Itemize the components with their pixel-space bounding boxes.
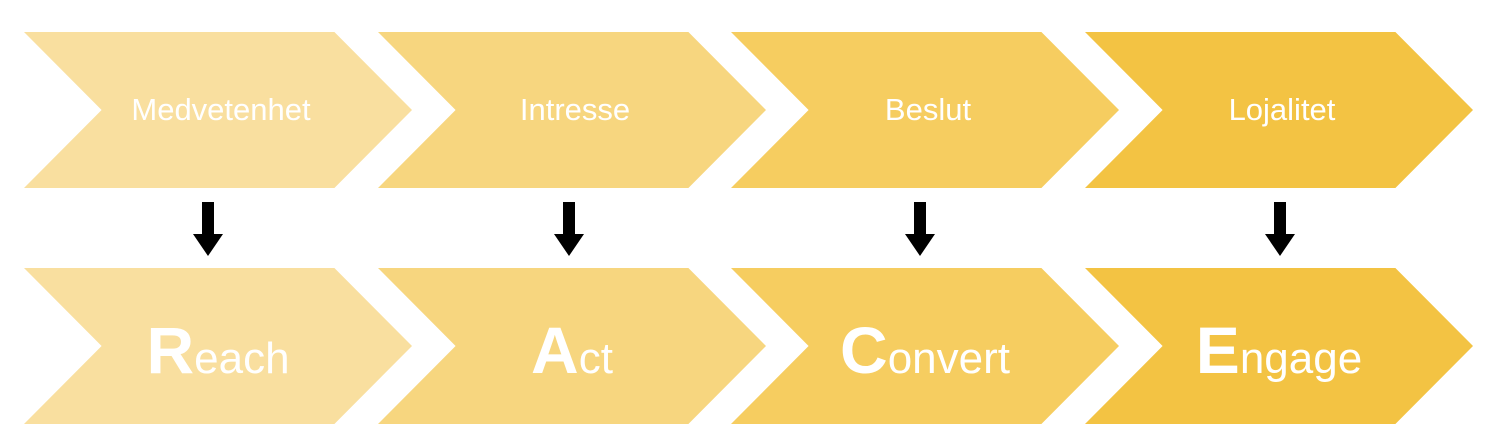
race-rest: each: [194, 334, 290, 383]
race-initial: R: [146, 313, 195, 387]
race-rest: ct: [578, 334, 613, 383]
phase-chevron-lojalitet: Lojalitet: [1085, 32, 1473, 188]
down-arrow-icon: [193, 202, 223, 256]
race-initial: E: [1195, 313, 1240, 387]
down-arrow-icon: [905, 202, 935, 256]
phase-label: Medvetenhet: [131, 92, 311, 127]
phase-chevron-intresse: Intresse: [378, 32, 766, 188]
phase-chevron-beslut: Beslut: [731, 32, 1119, 188]
race-rest: ngage: [1239, 334, 1363, 383]
phase-label: Beslut: [884, 92, 972, 127]
race-initial: C: [840, 313, 888, 387]
down-arrow-icon: [554, 202, 584, 256]
phase-chevron-medvetenhet: Medvetenhet: [24, 32, 412, 188]
phase-label: Lojalitet: [1228, 92, 1336, 127]
phase-label: Intresse: [519, 92, 631, 127]
race-rest: onvert: [887, 334, 1010, 383]
down-arrow-icon: [1265, 202, 1295, 256]
race-initial: A: [531, 313, 579, 387]
